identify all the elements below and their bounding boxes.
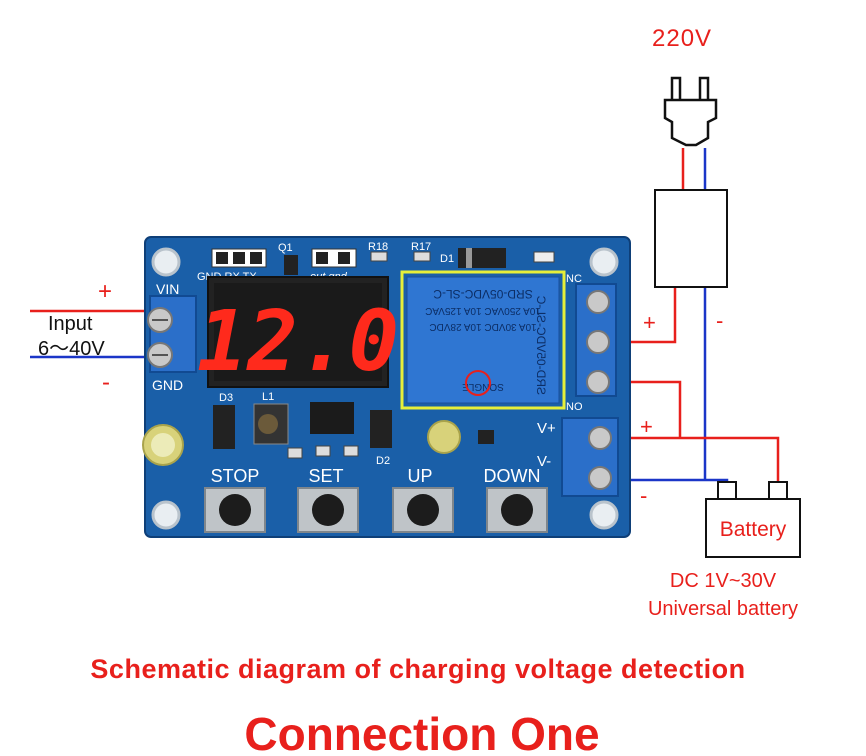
- mount-hole-tr: [589, 247, 619, 277]
- vplus-label: V+: [537, 420, 556, 437]
- svg-text:R17: R17: [411, 241, 431, 253]
- battery: Battery: [705, 481, 801, 558]
- relay-contact-marker: [465, 370, 491, 396]
- up-button-label: UP: [407, 466, 432, 486]
- relay-module-board: GND RX TX out gnd Q1 R18 R17 D1 12.0: [142, 236, 631, 538]
- battery-label: Battery: [720, 518, 787, 541]
- transistor-q1: [284, 255, 298, 275]
- connection-caption: Connection One: [244, 708, 599, 756]
- battery-negative-terminal: [717, 481, 737, 500]
- nc-label: NC: [566, 273, 582, 285]
- input-plus-sign: +: [98, 278, 112, 305]
- svg-text:L1: L1: [262, 391, 274, 403]
- battery-spec-line-1: DC 1V~30V: [670, 570, 777, 592]
- supply-voltage: 220V: [652, 25, 712, 52]
- svg-text:D1: D1: [440, 253, 454, 265]
- stop-button[interactable]: STOP: [204, 466, 266, 533]
- down-button[interactable]: DOWN: [484, 466, 548, 533]
- relay-brand: SONGLE: [462, 381, 504, 392]
- display-value: 12.0: [197, 292, 399, 390]
- diode-d2: [370, 410, 392, 448]
- input-label: Input: [48, 313, 93, 335]
- relay-highlight-box: [400, 270, 566, 410]
- svg-text:R18: R18: [368, 241, 388, 253]
- relay-terminal-block: NC NO: [566, 273, 617, 413]
- relay-minus-sign: -: [716, 308, 723, 333]
- seven-segment-display: 12.0: [197, 276, 399, 390]
- relay-model-text: SRD-05VDC-SL-C: [433, 287, 533, 301]
- svg-text:D2: D2: [376, 455, 390, 467]
- battery-plus-sign: +: [640, 414, 653, 439]
- battery-terminal-block: V+ V-: [537, 417, 619, 497]
- no-label: NO: [566, 401, 583, 413]
- capacitor-small: [427, 420, 461, 454]
- battery-spec-line-2: Universal battery: [648, 598, 798, 620]
- svg-text:Q1: Q1: [278, 242, 293, 254]
- down-button-label: DOWN: [484, 466, 541, 486]
- power-plug-icon: [663, 76, 718, 147]
- mount-hole-bl: [151, 500, 181, 530]
- relay-rating-2: 10A 30VDC 10A 28VDC: [429, 321, 536, 332]
- battery-minus-sign: -: [640, 483, 647, 508]
- mount-hole-tl: [151, 247, 181, 277]
- resistor-r18: [370, 251, 388, 262]
- vplus-wire: [620, 436, 780, 482]
- led: [533, 251, 555, 263]
- vin-label: VIN: [156, 281, 179, 297]
- input-terminal-block: VIN GND: [147, 281, 197, 393]
- diode-d3: [213, 405, 235, 449]
- load-device: [654, 189, 728, 288]
- mount-hole-br: [589, 500, 619, 530]
- vminus-wire: [620, 478, 729, 488]
- battery-positive-terminal: [768, 481, 788, 500]
- gnd-label: GND: [152, 377, 183, 393]
- diode-d1: [458, 248, 506, 268]
- up-button[interactable]: UP: [392, 466, 454, 533]
- relay-plus-sign: +: [643, 310, 656, 335]
- resistor-r17: [413, 251, 431, 262]
- svg-text:D3: D3: [219, 392, 233, 404]
- schematic-caption: Schematic diagram of charging voltage de…: [90, 654, 745, 684]
- button-group: STOP SET UP DOWN: [204, 466, 548, 533]
- ic-chip: [310, 402, 354, 434]
- relay-rating-1: 10A 250VAC 10A 125VAC: [425, 305, 541, 316]
- set-button-label: SET: [308, 466, 343, 486]
- vminus-label: V-: [537, 453, 551, 470]
- input-minus-sign: -: [102, 369, 110, 396]
- relay-model: SRD-05VDC-SL-C: [534, 295, 548, 395]
- transistor-q2: [478, 430, 494, 444]
- set-button[interactable]: SET: [297, 466, 359, 533]
- relay: SRD-05VDC-SL-C SRD-05VDC-SL-C 10A 250VAC…: [400, 270, 566, 410]
- stop-button-label: STOP: [211, 466, 260, 486]
- input-range: 6～40V: [38, 338, 105, 360]
